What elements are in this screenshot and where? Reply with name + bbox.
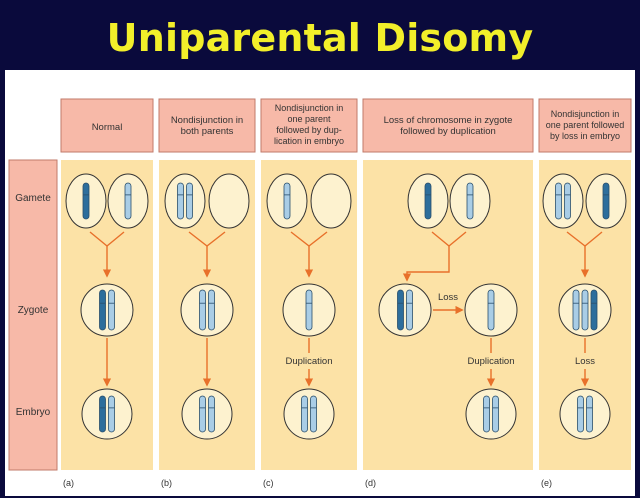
- column-letter-d: (d): [365, 478, 376, 488]
- embryo-c-chromosome-2: [310, 395, 317, 433]
- header-e-line-3: by loss in embryo: [550, 131, 620, 141]
- header-d: [362, 98, 534, 153]
- zygote-e: [558, 283, 612, 337]
- header-a: [60, 98, 154, 153]
- header-e-line-2: one parent followed: [546, 120, 625, 130]
- header-b-line-1: Nondisjunction in: [171, 115, 243, 126]
- embryo-d: [465, 388, 517, 440]
- header-b: [158, 98, 256, 153]
- zygote-a-chromosome-1: [99, 289, 106, 331]
- header-c-line-2: one parent: [287, 114, 331, 124]
- zygote-c-chromosome-1: [305, 289, 313, 331]
- zygote-d-1-chromosome-2: [406, 289, 413, 331]
- zygote-e-chromosome-3: [590, 289, 598, 331]
- annotation-loss-d: Loss: [438, 292, 458, 303]
- stage-label-embryo: Embryo: [16, 407, 51, 418]
- column-letter-c: (c): [263, 478, 274, 488]
- header-d-line-1: Loss of chromosome in zygote: [384, 115, 513, 126]
- zygote-d-2: [464, 283, 518, 337]
- zygote-e-chromosome-2: [581, 289, 589, 331]
- annotation-duplication-d: Duplication: [468, 356, 515, 367]
- gamete-a-1: [65, 173, 107, 229]
- zygote-b-chromosome-2: [208, 289, 215, 331]
- merge-arrow-d: [402, 246, 450, 282]
- zygote-b-chromosome-1: [199, 289, 206, 331]
- gamete-e-2-chromosome-1: [602, 182, 610, 220]
- figure-panel: Gamete Zygote Embryo Normal Nondisjuncti…: [5, 70, 635, 496]
- gamete-d-1-chromosome-1: [424, 182, 432, 220]
- gamete-d-2-chromosome-1: [466, 182, 474, 220]
- gamete-b-2: [208, 173, 250, 229]
- header-d-line-2: followed by duplication: [400, 126, 496, 137]
- annotation-loss-e: Loss: [575, 356, 595, 367]
- header-e: [538, 98, 632, 153]
- header-e-line-1: Nondisjunction in: [551, 109, 620, 119]
- embryo-d-chromosome-1: [483, 395, 490, 433]
- gamete-e-1: [542, 173, 584, 229]
- embryo-e: [559, 388, 611, 440]
- gamete-d-2: [449, 173, 491, 229]
- column-letter-e: (e): [541, 478, 552, 488]
- embryo-e-chromosome-1: [577, 395, 584, 433]
- zygote-d-1: [378, 283, 432, 337]
- gamete-b-1-chromosome-2: [186, 182, 193, 220]
- gamete-e-2: [585, 173, 627, 229]
- zygote-a-chromosome-2: [108, 289, 115, 331]
- stage-label-gamete: Gamete: [15, 193, 51, 204]
- zygote-c: [282, 283, 336, 337]
- header-c-line-4: lication in embryo: [274, 136, 344, 146]
- embryo-b-chromosome-1: [199, 395, 206, 433]
- header-b-line-2: both parents: [181, 126, 234, 137]
- embryo-d-chromosome-2: [492, 395, 499, 433]
- gamete-b-1-chromosome-1: [177, 182, 184, 220]
- embryo-e-chromosome-2: [586, 395, 593, 433]
- gamete-d-1: [407, 173, 449, 229]
- zygote-b: [180, 283, 234, 337]
- stage-label-zygote: Zygote: [18, 305, 49, 316]
- header-c-line-1: Nondisjunction in: [275, 103, 344, 113]
- header-c-line-3: followed by dup-: [276, 125, 342, 135]
- annotation-duplication-c: Duplication: [286, 356, 333, 367]
- zygote-d-2-chromosome-1: [487, 289, 495, 331]
- gamete-e-1-chromosome-1: [555, 182, 562, 220]
- gamete-a-2-chromosome-1: [124, 182, 132, 220]
- uniparental-disomy-figure: Gamete Zygote Embryo Normal Nondisjuncti…: [8, 98, 632, 488]
- gamete-c-2: [310, 173, 352, 229]
- zygote-d-1-chromosome-1: [397, 289, 404, 331]
- embryo-a-chromosome-1: [99, 395, 106, 433]
- header-a-line-1: Normal: [92, 122, 123, 133]
- arrow-layer: [89, 231, 603, 387]
- gamete-a-2: [107, 173, 149, 229]
- gamete-a-1-chromosome-1: [82, 182, 90, 220]
- slide-title: Uniparental Disomy: [106, 16, 534, 60]
- embryo-c-chromosome-1: [301, 395, 308, 433]
- gamete-e-1-chromosome-2: [564, 182, 571, 220]
- gamete-c-1: [266, 173, 308, 229]
- embryo-a-chromosome-2: [108, 395, 115, 433]
- column-letter-a: (a): [63, 478, 74, 488]
- gamete-c-1-chromosome-1: [283, 182, 291, 220]
- header-c: [260, 98, 358, 153]
- stage-label-column: [8, 159, 58, 471]
- embryo-b-chromosome-2: [208, 395, 215, 433]
- embryo-a: [81, 388, 133, 440]
- column-letter-b: (b): [161, 478, 172, 488]
- zygote-e-chromosome-1: [572, 289, 580, 331]
- zygote-a: [80, 283, 134, 337]
- cell-layer: [65, 173, 627, 440]
- gamete-b-1: [164, 173, 206, 229]
- embryo-b: [181, 388, 233, 440]
- embryo-c: [283, 388, 335, 440]
